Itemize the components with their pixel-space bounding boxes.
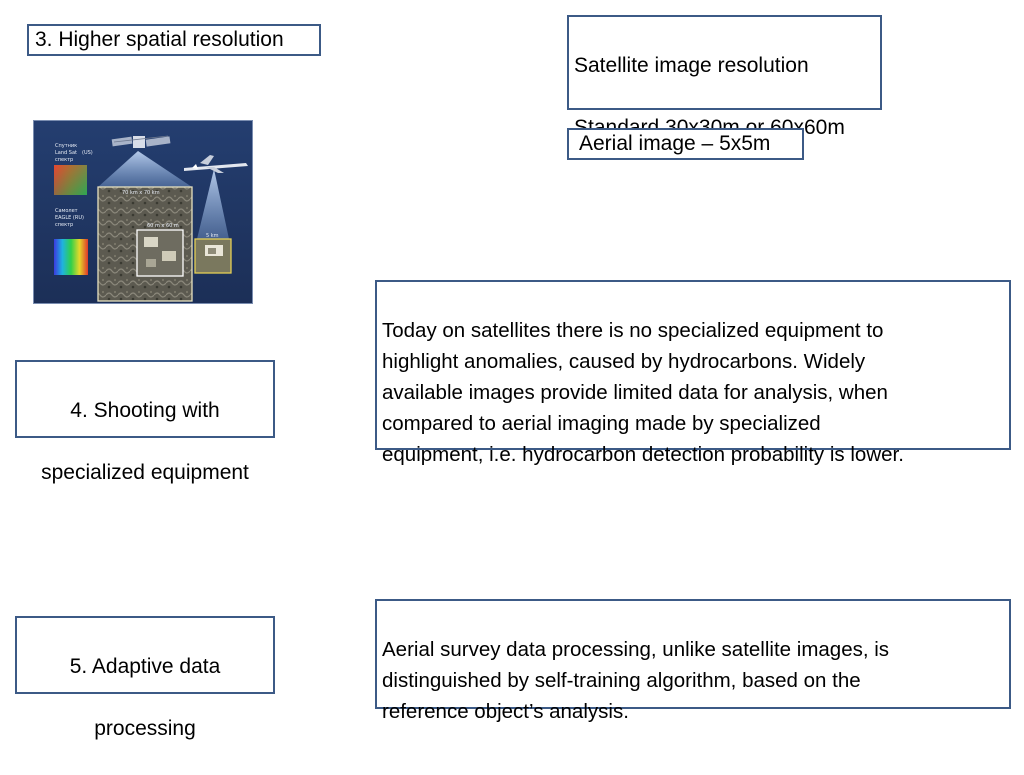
satellite-resolution-box: Satellite image resolution Standard 30x3…: [567, 15, 882, 139]
aerial-processing-text: Aerial survey data processing, unlike sa…: [382, 638, 890, 723]
shooting-equipment-box: 4. Shooting with specialized equipment: [15, 360, 275, 484]
aerial-spectrum: [54, 239, 88, 275]
aerial-processing-text-box: Aerial survey data processing, unlike sa…: [375, 599, 1011, 723]
label-landsat-us: (US): [82, 150, 93, 156]
adaptive-line-2: processing: [94, 717, 196, 740]
illustration-svg: Спутник Land Sat (US) спектр Самолет EAG…: [34, 121, 252, 303]
shooting-line-1: 4. Shooting with: [70, 399, 220, 422]
spatial-resolution-text: 3. Higher spatial resolution: [35, 28, 284, 51]
label-area-small: 5 km: [206, 233, 219, 239]
satellite-resolution-title: Satellite image resolution: [574, 54, 809, 77]
satellite-beam: [98, 151, 192, 187]
aerial-resolution-box: Aerial image – 5x5m: [567, 128, 804, 160]
satellite-aerial-illustration: Спутник Land Sat (US) спектр Самолет EAG…: [33, 120, 253, 304]
label-area-large: 70 km x 70 km: [122, 190, 160, 196]
label-plane-spectrum: спектр: [55, 222, 73, 228]
satellite-equipment-text: Today on satellites there is no speciali…: [382, 319, 904, 466]
label-area-mid: 60 m x 60 m: [147, 223, 179, 229]
aerial-resolution-text: Aerial image – 5x5m: [579, 132, 771, 155]
label-sat-spectrum: спектр: [55, 157, 73, 163]
zoomed-area-image: [136, 229, 184, 277]
aircraft-beam: [197, 169, 229, 239]
shooting-line-2: specialized equipment: [41, 461, 249, 484]
aircraft-icon: [184, 155, 248, 173]
adaptive-line-1: 5. Adaptive data: [69, 655, 221, 678]
label-satellite: Спутник: [55, 143, 77, 149]
satellite-icon: [111, 135, 171, 148]
satellite-equipment-text-box: Today on satellites there is no speciali…: [375, 280, 1011, 466]
label-landsat: Land Sat: [55, 150, 77, 156]
label-eagle: EAGLE (RU): [55, 215, 84, 221]
label-plane: Самолет: [55, 208, 78, 214]
adaptive-processing-box: 5. Adaptive data processing: [15, 616, 275, 740]
spatial-resolution-box: 3. Higher spatial resolution: [27, 24, 321, 56]
